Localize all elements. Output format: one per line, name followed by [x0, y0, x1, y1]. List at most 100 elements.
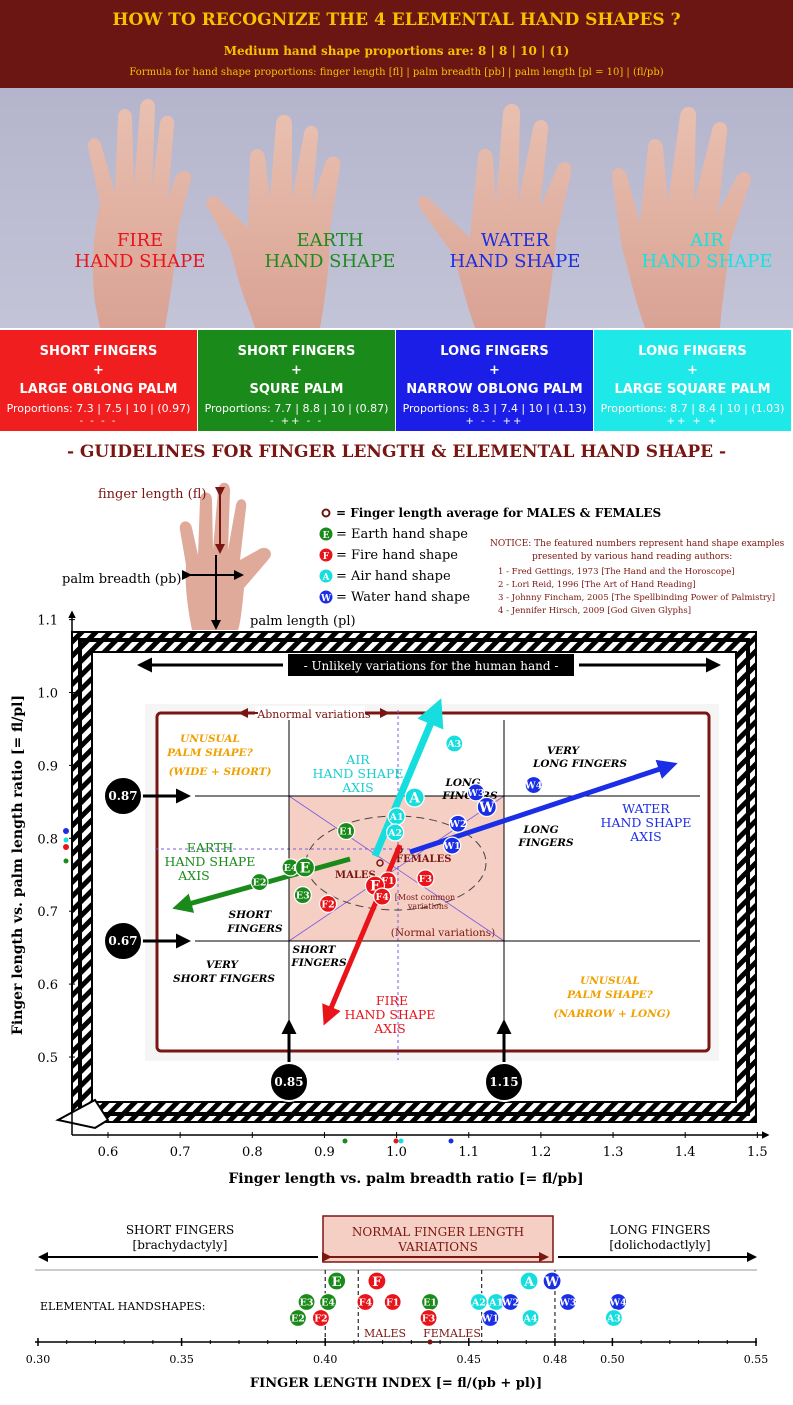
diagonal-line	[288, 795, 505, 942]
strip-point-label: E2	[291, 1314, 305, 1325]
proportions-formula: Formula for hand shape proportions: fing…	[129, 67, 664, 78]
data-point	[294, 857, 316, 878]
earth-hand-image	[206, 114, 341, 328]
notice-ref-2: 2 - Lori Reid, 1996 [The Art of Hand Rea…	[498, 580, 696, 590]
air-axis-arrow	[371, 698, 444, 858]
strip-tick-label: 0.45	[457, 1353, 482, 1366]
strip-point-label: W2	[501, 1298, 519, 1309]
data-point	[318, 894, 338, 914]
cell-marks: ++ + +	[666, 416, 719, 427]
strip-point-label: A2	[471, 1298, 486, 1309]
data-point	[445, 734, 464, 753]
x-tick-label: 1.4	[675, 1145, 696, 1160]
strip-tick-label: 0.48	[543, 1353, 568, 1366]
x-tick-label: 1.3	[603, 1145, 624, 1160]
cell-proportions: Proportions: 8.7 | 8.4 | 10 | (1.03)	[600, 402, 785, 415]
strip-females-label: FEMALES	[423, 1327, 481, 1340]
legend-swatch	[319, 590, 333, 604]
strip-point-label: A1	[488, 1298, 503, 1309]
normal-label: (Normal variations)	[391, 927, 496, 939]
data-point	[466, 783, 486, 802]
very-long-1: VERY	[547, 745, 581, 757]
legend-letter: W	[320, 594, 332, 604]
strip-point	[519, 1271, 539, 1291]
cell-proportions: Proportions: 7.3 | 7.5 | 10 | (0.97)	[6, 402, 191, 415]
x-tick-label: 1.2	[531, 1145, 552, 1160]
threshold-badge-label: 0.67	[108, 934, 137, 948]
data-point-label: A	[408, 790, 421, 806]
unusual-wide-2: PALM SHAPE?	[166, 747, 253, 759]
strip-tick-label: 0.50	[600, 1353, 625, 1366]
data-point-label: F4	[375, 892, 389, 903]
x-tick-label: 1.0	[386, 1145, 407, 1160]
legend-swatch	[319, 548, 333, 562]
strip-point	[288, 1308, 308, 1328]
strip-point-label: W4	[609, 1298, 628, 1309]
callout-pointer	[55, 1098, 110, 1130]
y-tick-label: 0.9	[37, 759, 58, 774]
data-point	[404, 787, 425, 808]
strip-point-label: F1	[386, 1298, 399, 1309]
y-tick-label: 0.8	[37, 832, 58, 847]
threshold-badge	[103, 921, 143, 961]
fire-axis-label-2: HAND SHAPE	[345, 1007, 436, 1022]
strip-point-label: W	[544, 1275, 560, 1290]
y-tick-label: 1.1	[37, 614, 58, 629]
y-tick-label: 0.5	[37, 1051, 58, 1066]
strip-point-label: A3	[606, 1314, 621, 1325]
data-point-label: E1	[339, 827, 353, 838]
hand-photo-strip	[0, 88, 793, 328]
air-hand-image	[611, 107, 751, 328]
males-label: MALES	[335, 870, 376, 881]
data-point-label: F1	[381, 876, 394, 887]
strip-males-label: MALES	[364, 1327, 406, 1340]
data-point-label: W	[478, 800, 495, 816]
strip-point-label: E	[332, 1275, 342, 1290]
long-fingers-strip-2: [dolichodactlyly]	[609, 1238, 710, 1252]
strip-axis-title: FINGER LENGTH INDEX [= fl/(pb + pl)]	[250, 1376, 542, 1391]
data-point-label: W3	[466, 788, 484, 799]
cell-proportions: Proportions: 7.7 | 8.8 | 10 | (0.87)	[204, 402, 389, 415]
data-point	[524, 775, 543, 795]
axis-labels: AIR HAND SHAPE AXIS WATER HAND SHAPE AXI…	[165, 752, 692, 1036]
strip-point-label: F2	[314, 1314, 327, 1325]
earth-axis-label-1: EARTH	[187, 840, 234, 855]
data-point-label: W4	[524, 781, 543, 792]
fire-hand-image	[87, 99, 192, 328]
earth-axis-label-3: AXIS	[177, 868, 209, 883]
cell-heading: SHORT FINGERS+LARGE OBLONG PALM	[19, 344, 178, 397]
proportion-cell: SHORT FINGERS+LARGE OBLONG PALM Proportio…	[0, 330, 197, 431]
cell-heading: LONG FINGERS+LARGE SQUARE PALM	[614, 344, 771, 397]
data-point	[443, 836, 462, 855]
data-point	[250, 872, 269, 892]
strip-tick-label: 0.35	[169, 1353, 194, 1366]
strip-point	[558, 1292, 577, 1312]
short-fingers-b2: FINGERS	[290, 957, 347, 969]
strip-tick-label: 0.55	[744, 1353, 769, 1366]
data-point-label: A1	[389, 812, 404, 823]
y-tick-label: 1.0	[37, 687, 58, 702]
cell-marks: + - - ++	[465, 416, 524, 427]
strip-point-label: A	[523, 1275, 535, 1290]
air-axis-label-2: HAND SHAPE	[313, 766, 404, 781]
measurement-hand-figure	[179, 482, 271, 630]
notice-ref-3: 3 - Johnny Fincham, 2005 [The Spellbindi…	[498, 593, 775, 603]
strip-point	[318, 1292, 338, 1312]
water-axis-label-3: AXIS	[629, 829, 661, 844]
notice-ref-4: 4 - Jennifer Hirsch, 2009 [God Given Gly…	[498, 606, 691, 616]
strip-point-label: F	[372, 1275, 382, 1290]
legend-text: = Water hand shape	[336, 590, 470, 605]
strip-point	[419, 1308, 438, 1328]
data-point	[386, 823, 405, 842]
elemental-row-label: ELEMENTAL HANDSHAPES:	[40, 1300, 206, 1313]
strip-point-label: W1	[481, 1314, 499, 1325]
unlikely-title: - Unlikely variations for the human hand…	[304, 659, 559, 673]
medium-proportions: Medium hand shape proportions are: 8 | 8…	[223, 44, 570, 58]
short-fingers-1: SHORT	[228, 909, 272, 921]
normal-length-label-1: NORMAL FINGER LENGTH	[352, 1225, 524, 1239]
threshold-badge-label: 0.87	[108, 789, 137, 803]
